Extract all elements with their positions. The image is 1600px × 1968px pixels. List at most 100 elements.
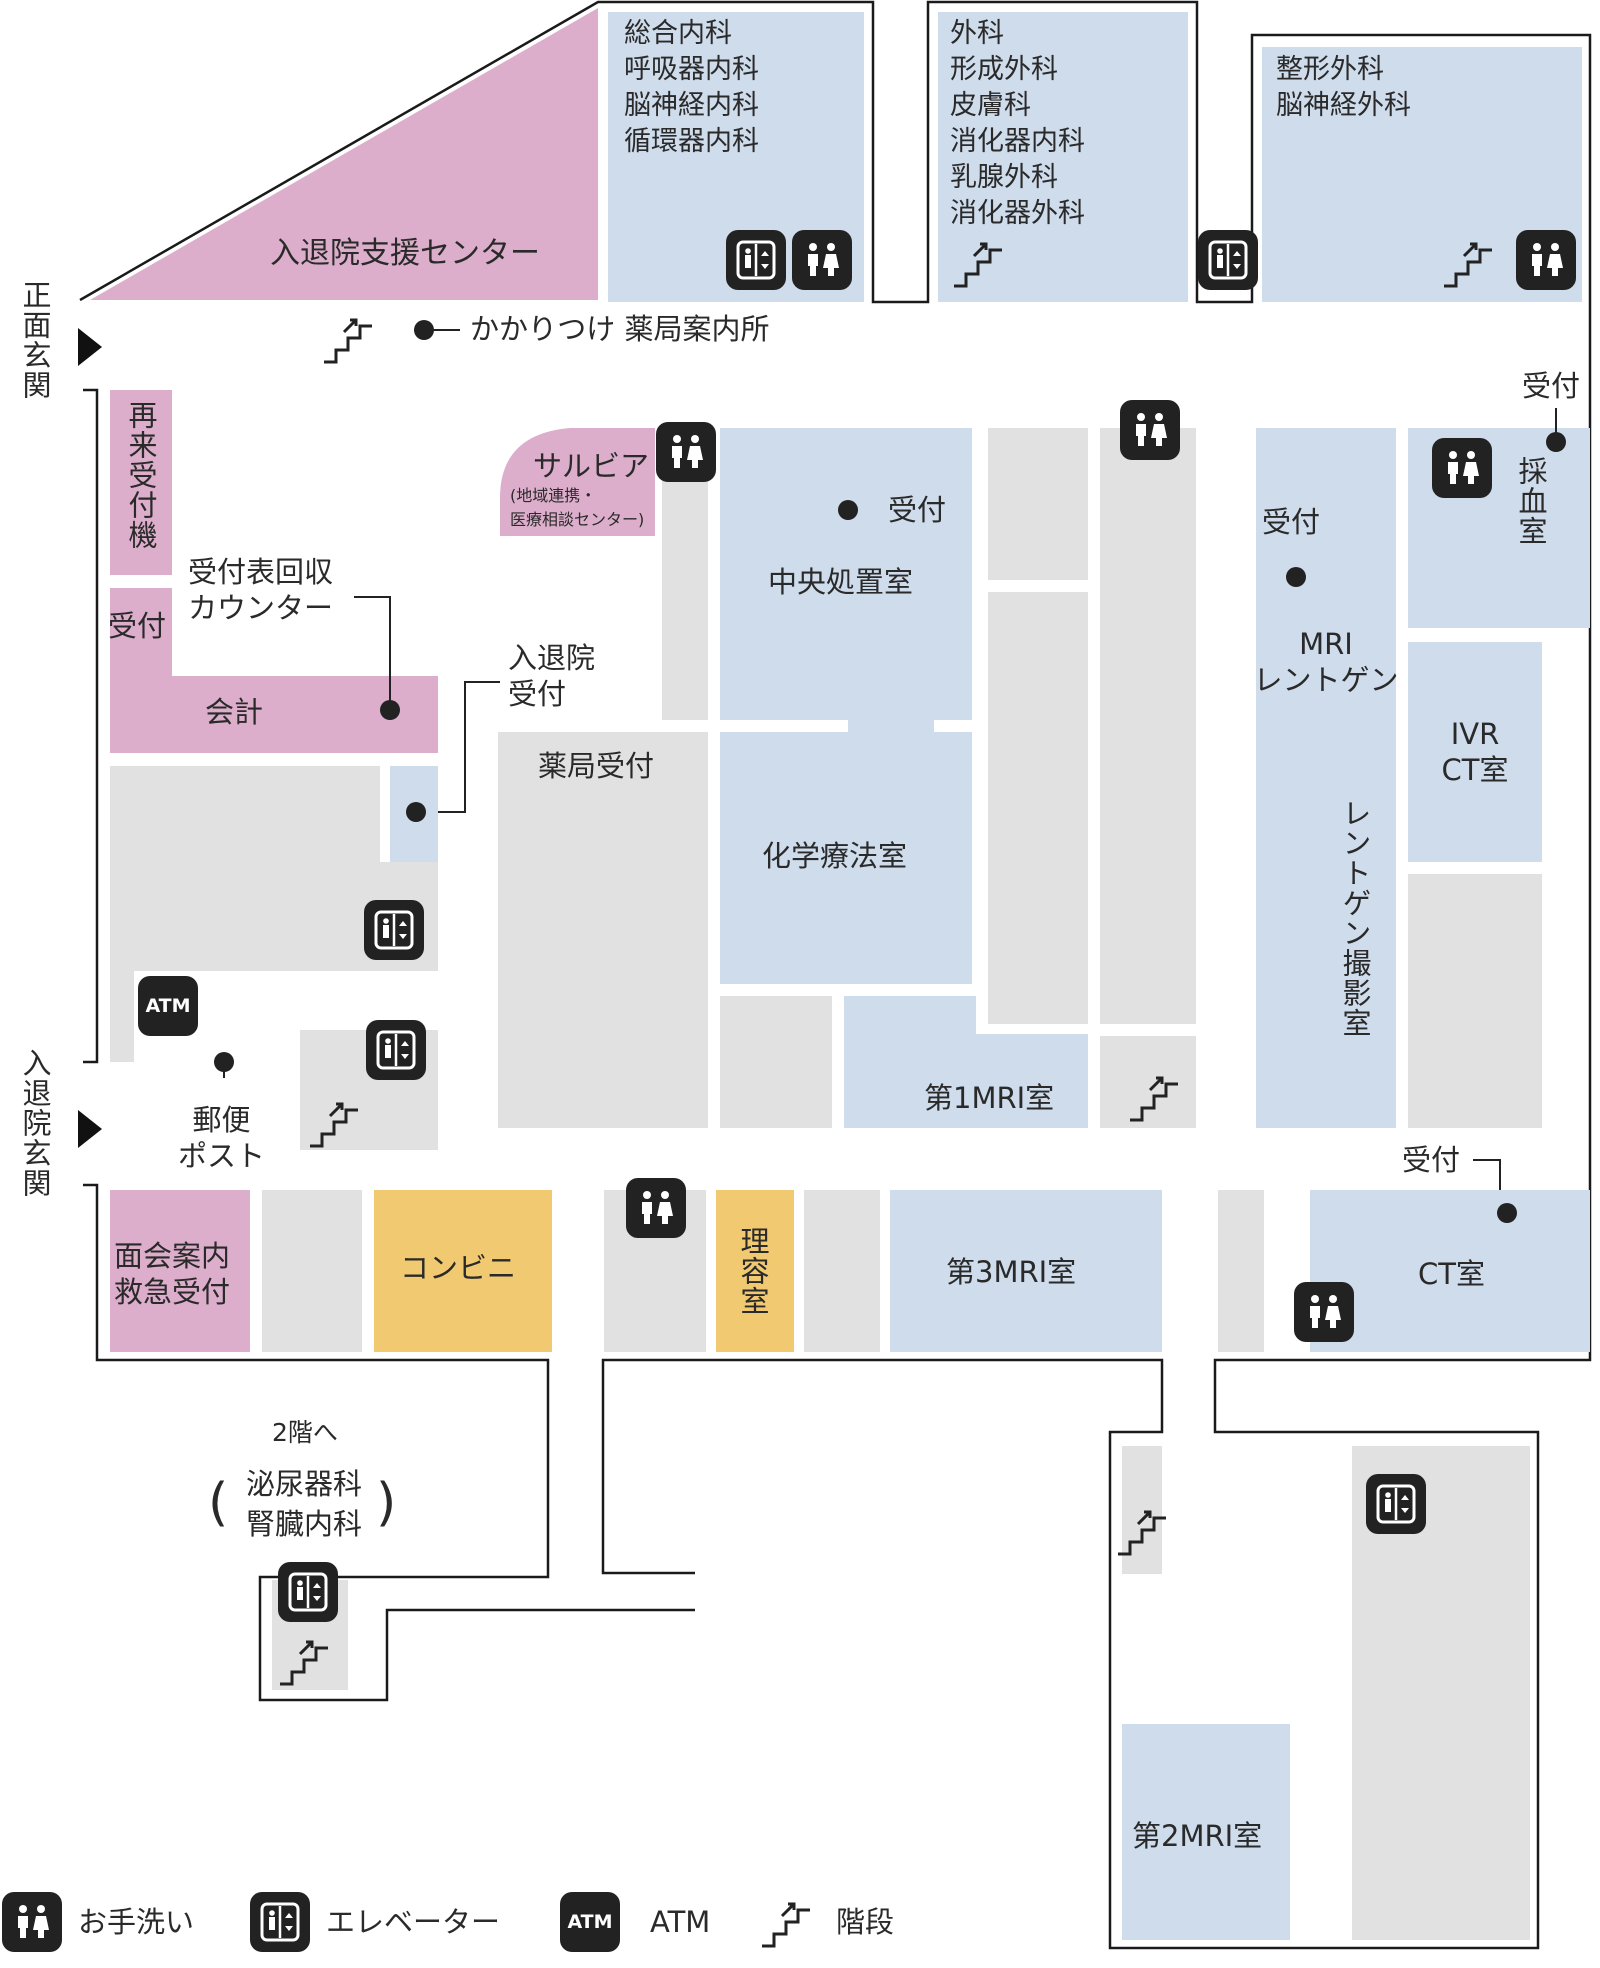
ivr-ct-room <box>1408 642 1542 862</box>
elevator-icon <box>366 1020 426 1080</box>
legend-elevator-icon <box>250 1892 310 1952</box>
pharmacy-info-marker <box>414 320 434 340</box>
blood-draw-label: 採血室 <box>1514 456 1548 546</box>
elevator-icon <box>726 230 786 290</box>
central-treatment-reception-label: 受付 <box>888 493 947 527</box>
stairs-icon <box>310 1102 358 1148</box>
salvia-label: サルビア <box>533 449 650 483</box>
mri-xray-reception-marker <box>1286 567 1306 587</box>
mri2-room <box>1122 1724 1290 1940</box>
elevator-icon <box>1198 230 1258 290</box>
info-emergency-room <box>110 1190 250 1352</box>
central-treatment-room <box>720 428 972 720</box>
pharmacy-reception-room <box>498 732 708 1128</box>
ct-reception-label: 受付 <box>1402 1143 1461 1177</box>
ct-room <box>1310 1190 1590 1352</box>
ticket-counter-marker <box>380 700 400 720</box>
admission-support-label: 入退院支援センター <box>270 236 540 271</box>
toilet-icon <box>1516 230 1576 290</box>
blood-draw-reception-marker <box>1546 432 1566 452</box>
orthopedics-list: 整形外科 脳神経外科 <box>1276 54 1411 121</box>
info-emergency-label: 面会案内 救急受付 <box>114 1239 231 1309</box>
corridor-tall-2 <box>988 592 1088 1024</box>
main-entrance-arrow <box>78 328 102 366</box>
mri-xray-label: MRI レントゲン <box>1253 627 1399 697</box>
room-bottom-3 <box>1218 1190 1264 1352</box>
reception-label-left: 受付 <box>108 609 167 643</box>
urology-label: 泌尿器科 腎臓内科 <box>246 1467 363 1541</box>
convenience-store <box>374 1190 552 1352</box>
stairs-icon <box>1130 1076 1178 1122</box>
ivr-ct-label: IVR CT室 <box>1441 717 1509 787</box>
room-bottom-2 <box>804 1190 880 1352</box>
legend-atm-label: ATM <box>650 1905 711 1939</box>
central-treatment-reception-marker <box>838 500 858 520</box>
toilet-icon <box>626 1178 686 1238</box>
pharmacy-reception-label: 薬局受付 <box>538 749 655 783</box>
elevator-icon <box>278 1562 338 1622</box>
corridor-tall-3 <box>1100 428 1196 1024</box>
surgery-list: 外科 形成外科 皮膚科 消化器内科 乳腺外科 消化器外科 <box>950 18 1085 229</box>
ct-reception-marker <box>1497 1203 1517 1223</box>
blood-draw-reception-label: 受付 <box>1522 369 1581 403</box>
toilet-icon <box>792 230 852 290</box>
mri-xray-reception-label: 受付 <box>1262 505 1321 539</box>
room-bottom-1 <box>262 1190 362 1352</box>
legend-elevator-label: エレベーター <box>326 1905 501 1939</box>
barber-label: 理容室 <box>736 1226 770 1316</box>
pharmacy-info-leader <box>432 329 460 331</box>
admission-reception-marker <box>406 802 426 822</box>
legend-stairs-icon <box>762 1902 810 1948</box>
to-2f-label: 2階へ <box>272 1418 338 1447</box>
blood-draw-leader <box>1555 408 1557 434</box>
legend: お手洗い エレベーター ATM ATM 階段 <box>0 1890 1600 1960</box>
main-entrance-label: 正面玄関 <box>18 280 52 400</box>
stairs-icon <box>1118 1510 1166 1556</box>
stairs-icon <box>954 242 1002 288</box>
mri3-room <box>890 1190 1162 1352</box>
toilet-icon <box>1294 1282 1354 1342</box>
legend-toilet-label: お手洗い <box>78 1905 195 1939</box>
storage-small <box>720 996 832 1128</box>
bracket-right: ) <box>376 1473 397 1533</box>
atm-corridor <box>110 970 134 1062</box>
toilet-icon <box>1120 400 1180 460</box>
admission-support-room <box>90 8 598 300</box>
bracket-left: ( <box>208 1473 229 1533</box>
atm-badge: ATM <box>138 976 198 1036</box>
mri-xray-room <box>1256 428 1396 1128</box>
chemotherapy-label: 化学療法室 <box>762 839 908 873</box>
legend-stairs-label: 階段 <box>836 1905 895 1939</box>
ct-label: CT室 <box>1418 1257 1485 1291</box>
salvia-room <box>500 428 655 536</box>
elevator-icon <box>1366 1474 1426 1534</box>
salvia-sublabel: (地域連携・ 医療相談センター) <box>510 486 645 529</box>
stairs-area-center <box>1100 1036 1196 1128</box>
reentry-machine-area <box>110 390 172 575</box>
entry-exit-arrow <box>78 1110 102 1148</box>
xray-room-label: レントゲン撮影室 <box>1338 798 1372 1038</box>
central-treatment-label: 中央処置室 <box>768 565 914 599</box>
legend-atm-badge: ATM <box>560 1892 620 1952</box>
pharmacy-info-label: かかりつけ 薬局案内所 <box>470 312 770 346</box>
elevator-icon <box>364 900 424 960</box>
stairs-icon <box>324 318 372 364</box>
legend-toilet-icon <box>2 1892 62 1952</box>
convenience-label: コンビニ <box>400 1251 517 1285</box>
internal-medicine-list: 総合内科 呼吸器内科 脳神経内科 循環器内科 <box>624 18 759 157</box>
barber-room <box>716 1190 794 1352</box>
ticket-counter-label: 受付表回収 カウンター <box>188 555 334 625</box>
toilet-icon <box>1432 438 1492 498</box>
post-label: 郵便 ポスト <box>178 1103 266 1173</box>
admission-reception-label: 入退院 受付 <box>508 641 596 711</box>
storage-right <box>1408 874 1542 1128</box>
mri2-label: 第2MRI室 <box>1132 1819 1263 1853</box>
stairs-icon <box>1444 242 1492 288</box>
surgery-room <box>938 12 1188 302</box>
toilet-icon <box>656 422 716 482</box>
post-marker <box>214 1052 234 1072</box>
mri1-label: 第1MRI室 <box>924 1081 1055 1115</box>
corridor-tall-1 <box>988 428 1088 580</box>
